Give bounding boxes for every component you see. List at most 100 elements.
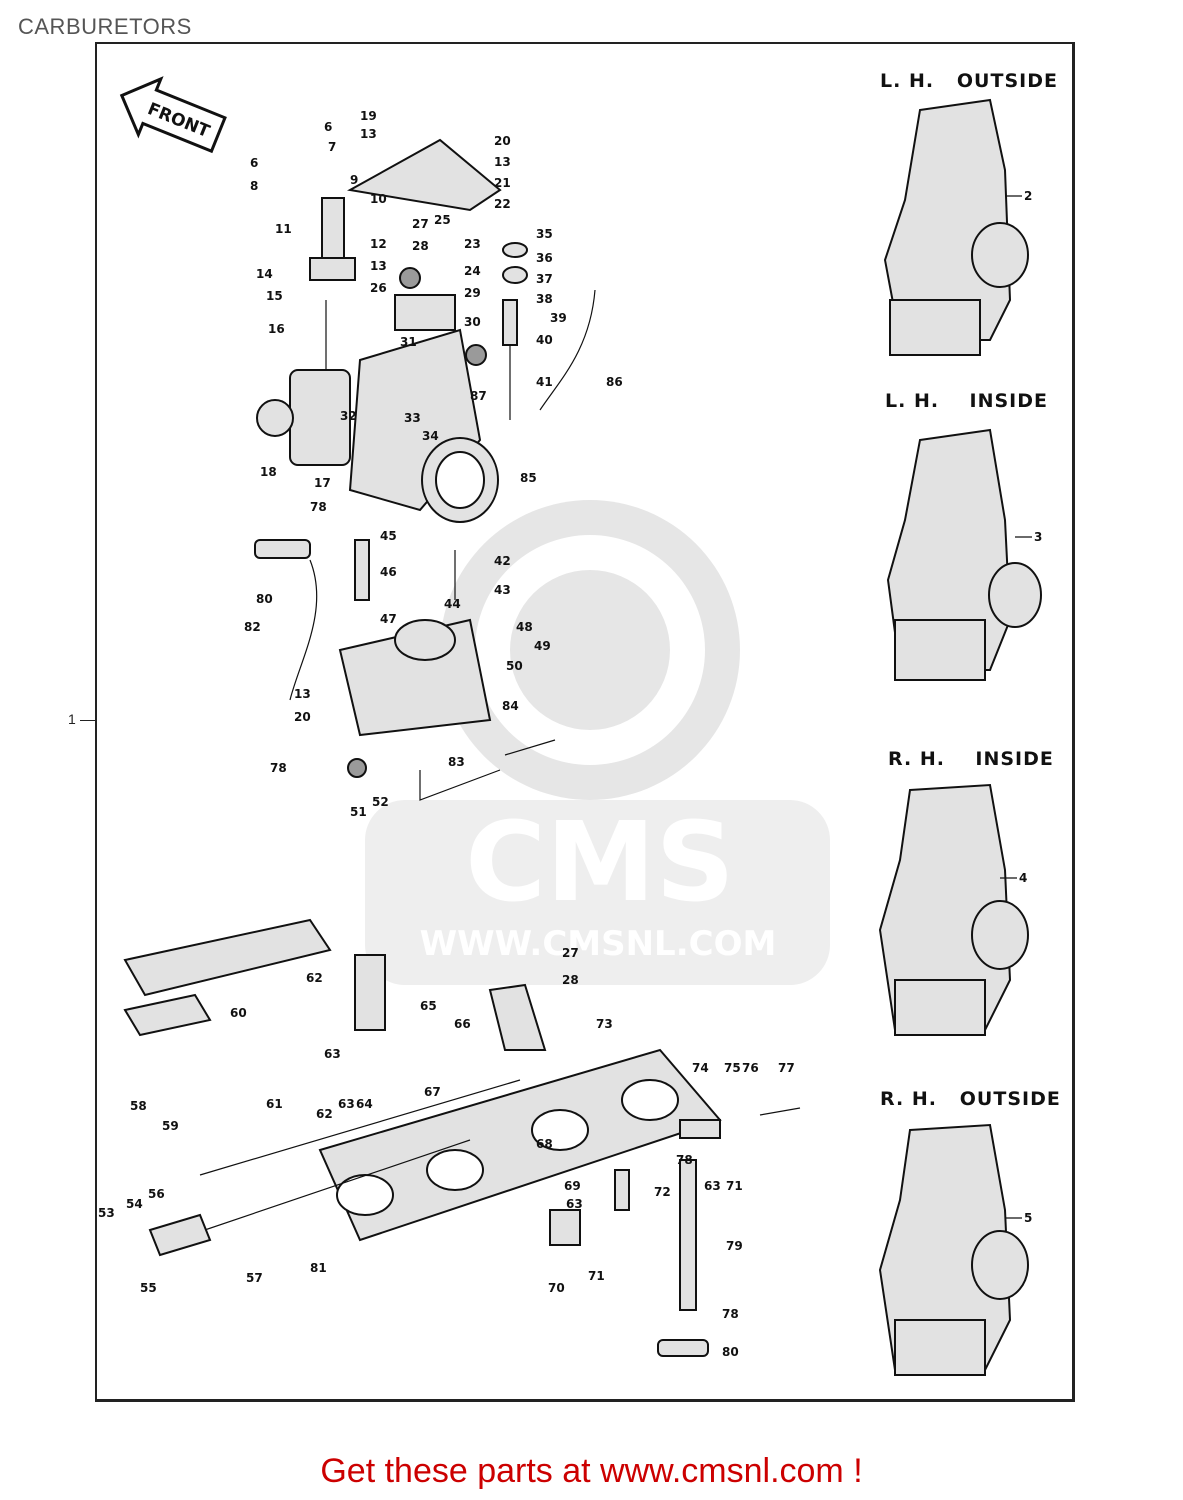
callout-59: 59	[162, 1119, 179, 1133]
view-label-lh-inside: L. H. INSIDE	[885, 390, 1048, 412]
part-84-tube	[504, 739, 556, 756]
callout-20b: 20	[294, 710, 311, 724]
callout-11: 11	[275, 222, 292, 236]
callout-63: 63	[324, 1047, 341, 1061]
callout-37: 37	[536, 272, 553, 286]
callout-80: 80	[256, 592, 273, 606]
callout-80b: 80	[722, 1345, 739, 1359]
lh-inside-body	[886, 428, 1012, 671]
callout-71: 71	[726, 1179, 743, 1193]
callout-42: 42	[494, 554, 511, 568]
callout-69: 69	[564, 1179, 581, 1193]
callout-6: 6	[324, 120, 332, 134]
callout-53: 53	[98, 1206, 115, 1220]
callout-41: 41	[536, 375, 553, 389]
rh-inside-bore	[971, 900, 1029, 970]
callout-24: 24	[464, 264, 481, 278]
part-14	[309, 257, 356, 281]
plate-hole-4	[621, 1079, 679, 1121]
callout-63d: 63	[566, 1197, 583, 1211]
watermark-logo: CMS	[465, 798, 734, 926]
callout-27b: 27	[562, 946, 579, 960]
callout-29: 29	[464, 286, 481, 300]
callout-44: 44	[444, 597, 461, 611]
callout-60: 60	[230, 1006, 247, 1020]
rh-inside-bowl	[894, 979, 986, 1036]
callout-34: 34	[422, 429, 439, 443]
plate-hole-3	[531, 1109, 589, 1151]
callout-39: 39	[550, 311, 567, 325]
callout-71b: 71	[588, 1269, 605, 1283]
view-label-rh-inside: R. H. INSIDE	[888, 748, 1054, 770]
callout-25: 25	[434, 213, 451, 227]
callout-48: 48	[516, 620, 533, 634]
footer-link[interactable]: Get these parts at www.cmsnl.com !	[320, 1452, 863, 1490]
part-57-rod	[189, 1139, 471, 1236]
callout-64: 64	[356, 1097, 373, 1111]
callout-76: 76	[742, 1061, 759, 1075]
callout-46: 46	[380, 565, 397, 579]
callout-12: 12	[370, 237, 387, 251]
front-arrow: FRONT	[119, 76, 227, 154]
callout-13d: 13	[294, 687, 311, 701]
callout-28b: 28	[562, 973, 579, 987]
callout-36: 36	[536, 251, 553, 265]
part-36	[502, 242, 528, 258]
carburetor-view-lh-inside: 3	[886, 428, 1042, 681]
lh-outside-bore	[971, 222, 1029, 288]
callout-45: 45	[380, 529, 397, 543]
callout-87: 87	[470, 389, 487, 403]
callout-78b: 78	[270, 761, 287, 775]
callout-85: 85	[520, 471, 537, 485]
part-11	[321, 197, 345, 259]
callout-40: 40	[536, 333, 553, 347]
callout-57: 57	[246, 1271, 263, 1285]
part-77-screw	[759, 1107, 801, 1116]
top-cap	[347, 138, 502, 212]
carburetor-view-rh-outside: 5	[878, 1123, 1032, 1376]
callout-78d: 78	[722, 1307, 739, 1321]
plate-hole-1	[336, 1174, 394, 1216]
callout-84: 84	[502, 699, 519, 713]
callout-32: 32	[340, 409, 357, 423]
view-label-lh-outside: L. H. OUTSIDE	[880, 70, 1058, 92]
part-82-tube	[289, 559, 318, 701]
plate-hole-2	[426, 1149, 484, 1191]
lh-inside-bowl	[894, 619, 986, 681]
callout-50: 50	[506, 659, 523, 673]
part-61-shaft	[199, 1079, 521, 1176]
rh-outside-bowl	[894, 1319, 986, 1376]
callout-49: 49	[534, 639, 551, 653]
callout-14: 14	[256, 267, 273, 281]
callout-30: 30	[464, 315, 481, 329]
part-40	[502, 299, 518, 346]
callout-70: 70	[548, 1281, 565, 1295]
callout-83: 83	[448, 755, 465, 769]
callout-73: 73	[596, 1017, 613, 1031]
part-80	[254, 539, 311, 559]
callouts: 6 7 6 8 9 10 19 13 20 13 21 22 11 12 13 …	[98, 109, 795, 1359]
callout-10: 10	[370, 192, 387, 206]
callout-8: 8	[250, 179, 258, 193]
carburetor-view-rh-inside: 4	[878, 783, 1029, 1036]
callout-13c: 13	[370, 259, 387, 273]
part-48-float	[394, 619, 456, 661]
part-80-lower	[657, 1339, 709, 1357]
linkage-assembly	[123, 918, 801, 1357]
part-26	[399, 267, 421, 289]
callout-21: 21	[494, 176, 511, 190]
callout-79: 79	[726, 1239, 743, 1253]
callout-86: 86	[606, 375, 623, 389]
part-83-tube	[419, 769, 501, 801]
callout-62b: 62	[316, 1107, 333, 1121]
callout-62: 62	[306, 971, 323, 985]
callout-54: 54	[126, 1197, 143, 1211]
page-title: CARBURETORS	[18, 14, 192, 39]
callout-43: 43	[494, 583, 511, 597]
callout-47: 47	[380, 612, 397, 626]
callout-66: 66	[454, 1017, 471, 1031]
callout-63c: 63	[704, 1179, 721, 1193]
part-72-spring	[614, 1169, 630, 1211]
callout-78: 78	[310, 500, 327, 514]
callout-22: 22	[494, 197, 511, 211]
